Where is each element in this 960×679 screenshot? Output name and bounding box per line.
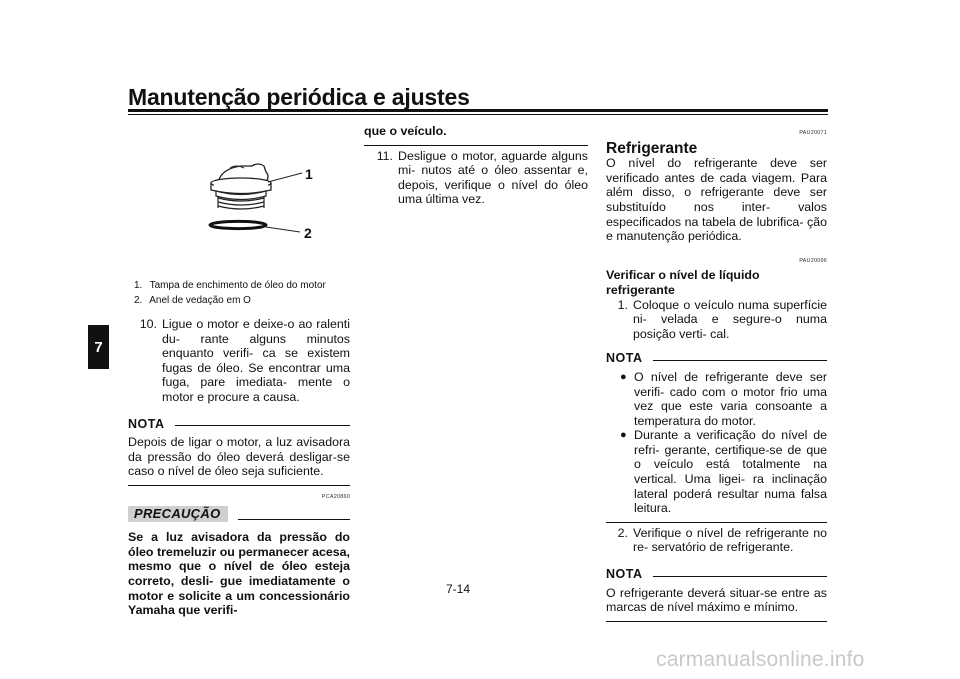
subsection-code: PAU20096: [799, 257, 827, 264]
note-end-rule: [606, 521, 827, 523]
header-rule-thin: [128, 114, 828, 115]
caution-text-continued: que o veículo.: [364, 124, 447, 138]
callout-1: 1: [305, 166, 313, 182]
caption-item: 2. Anel de vedação em O: [134, 295, 251, 306]
note-heading: NOTA: [606, 351, 827, 366]
caution-heading: PRECAUÇÃO: [128, 505, 350, 523]
callout-2: 2: [304, 225, 312, 241]
chapter-tab: 7: [88, 325, 109, 369]
note-text: O refrigerante deverá situar-se entre as…: [606, 585, 827, 615]
section-code: PAU20071: [799, 130, 827, 136]
watermark: carmanualsonline.info: [656, 648, 865, 671]
oil-filler-cap-illustration: 1 2: [208, 163, 313, 241]
subsection-heading: Verificar o nível de líquido refrigerant…: [606, 268, 760, 297]
step-2: 2. Verifique o nível de refrigerante no …: [617, 525, 827, 555]
column-right: PAU20071 Refrigerante O nível do refrige…: [606, 126, 827, 622]
step-1: 1. Coloque o veículo numa superfície ni-…: [617, 297, 827, 341]
section-title: Refrigerante: [606, 139, 698, 157]
section-intro: O nível do refrigerante deve ser verific…: [606, 156, 827, 244]
note-bullet: ●Durante a verificação do nível de refri…: [620, 428, 827, 516]
note-heading: NOTA: [128, 417, 350, 432]
caution-text: Se a luz avisadora da pressão do óleo tr…: [128, 530, 350, 618]
page-number: 7-14: [446, 582, 471, 596]
step-11: 11. Desligue o motor, aguarde alguns mi-…: [376, 148, 588, 207]
note-text: Depois de ligar o motor, a luz avisadora…: [128, 435, 350, 479]
note-end-rule: [128, 484, 350, 486]
caution-code: PCA20860: [321, 493, 350, 500]
header-rule-thick: [128, 109, 828, 112]
caption-item: 1. Tampa de enchimento de óleo do motor: [134, 280, 326, 291]
caution-end-rule: [364, 144, 588, 146]
column-left: 10. Ligue o motor e deixe-o ao ralenti d…: [128, 317, 350, 618]
column-middle: que o veículo. 11. Desligue o motor, agu…: [364, 124, 588, 207]
note-end-rule: [606, 620, 827, 622]
note-bullet: ●O nível de refrigerante deve ser verifi…: [620, 369, 827, 428]
note-heading: NOTA: [606, 567, 827, 582]
figure-captions: 1. Tampa de enchimento de óleo do motor …: [134, 278, 354, 308]
page-title: Manutenção periódica e ajustes: [128, 84, 470, 110]
step-10: 10. Ligue o motor e deixe-o ao ralenti d…: [139, 317, 350, 404]
